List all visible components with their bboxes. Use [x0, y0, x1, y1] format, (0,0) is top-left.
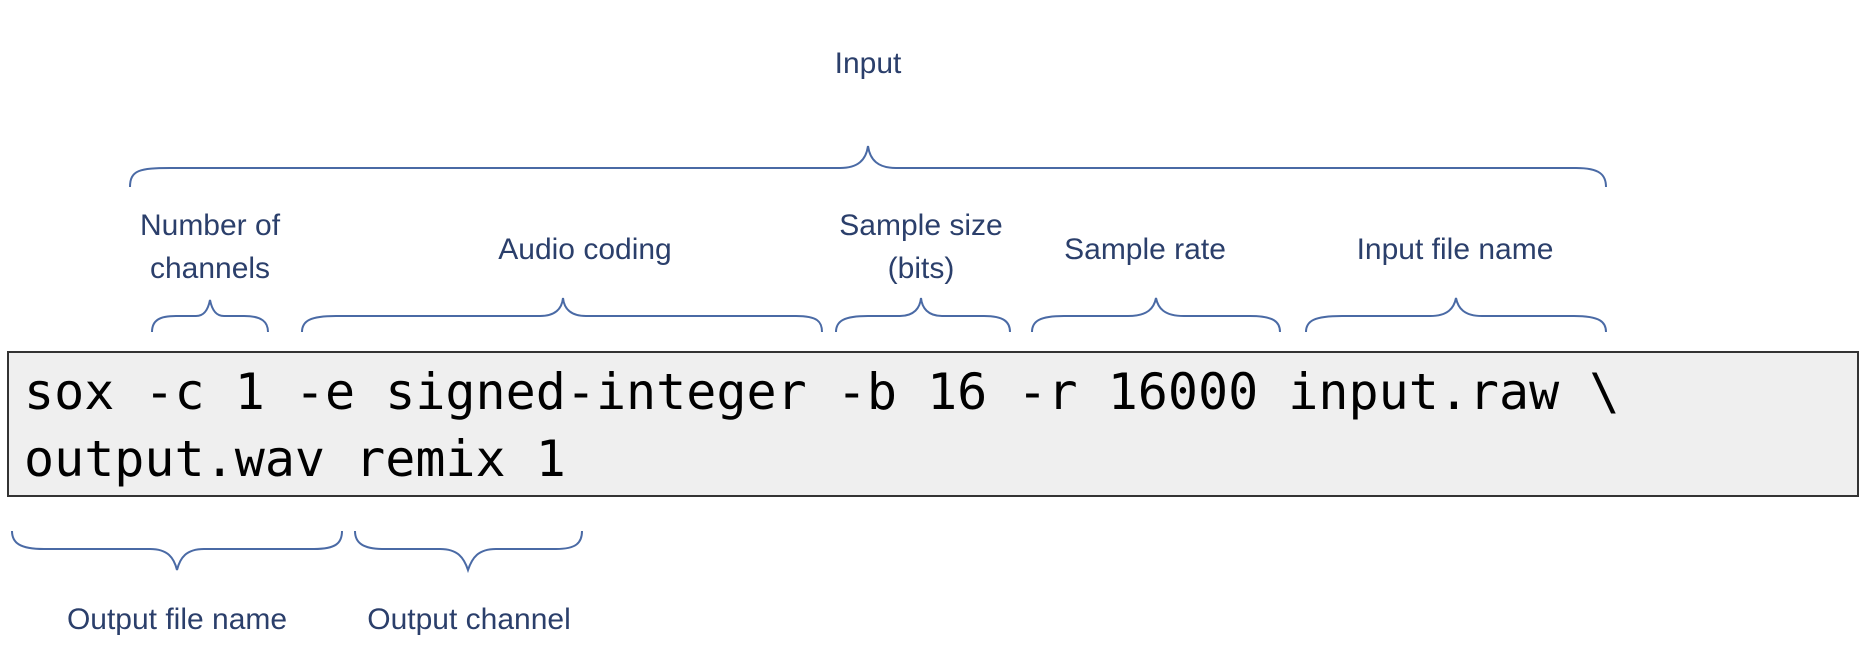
input-file-name-brace — [1305, 297, 1607, 333]
number-of-channels-label-line1: Number of — [139, 209, 281, 242]
output-file-name-brace — [11, 530, 343, 571]
input-label: Input — [834, 47, 902, 80]
input-brace — [129, 145, 1607, 188]
number-of-channels-brace — [151, 299, 269, 333]
sample-size-label-line2: (bits) — [887, 252, 955, 285]
number-of-channels-label-line2: channels — [149, 252, 271, 285]
sample-size-label-line1: Sample size — [839, 209, 1003, 242]
audio-coding-brace — [301, 297, 823, 333]
sample-rate-brace — [1031, 297, 1281, 333]
command-line-1: sox -c 1 -e signed-integer -b 16 -r 1600… — [24, 363, 1620, 421]
output-channel-label: Output channel — [367, 603, 571, 636]
command-box: sox -c 1 -e signed-integer -b 16 -r 1600… — [7, 351, 1859, 497]
command-line-2: output.wav remix 1 — [24, 430, 566, 488]
sample-rate-label: Sample rate — [1064, 233, 1226, 266]
output-channel-brace — [354, 530, 583, 574]
input-file-name-label: Input file name — [1356, 233, 1554, 266]
audio-coding-label: Audio coding — [498, 233, 672, 266]
number-of-channels-label: Number of channels — [110, 204, 310, 290]
sample-size-label: Sample size (bits) — [811, 204, 1031, 290]
sample-size-brace — [835, 297, 1011, 333]
output-file-name-label: Output file name — [66, 603, 288, 636]
